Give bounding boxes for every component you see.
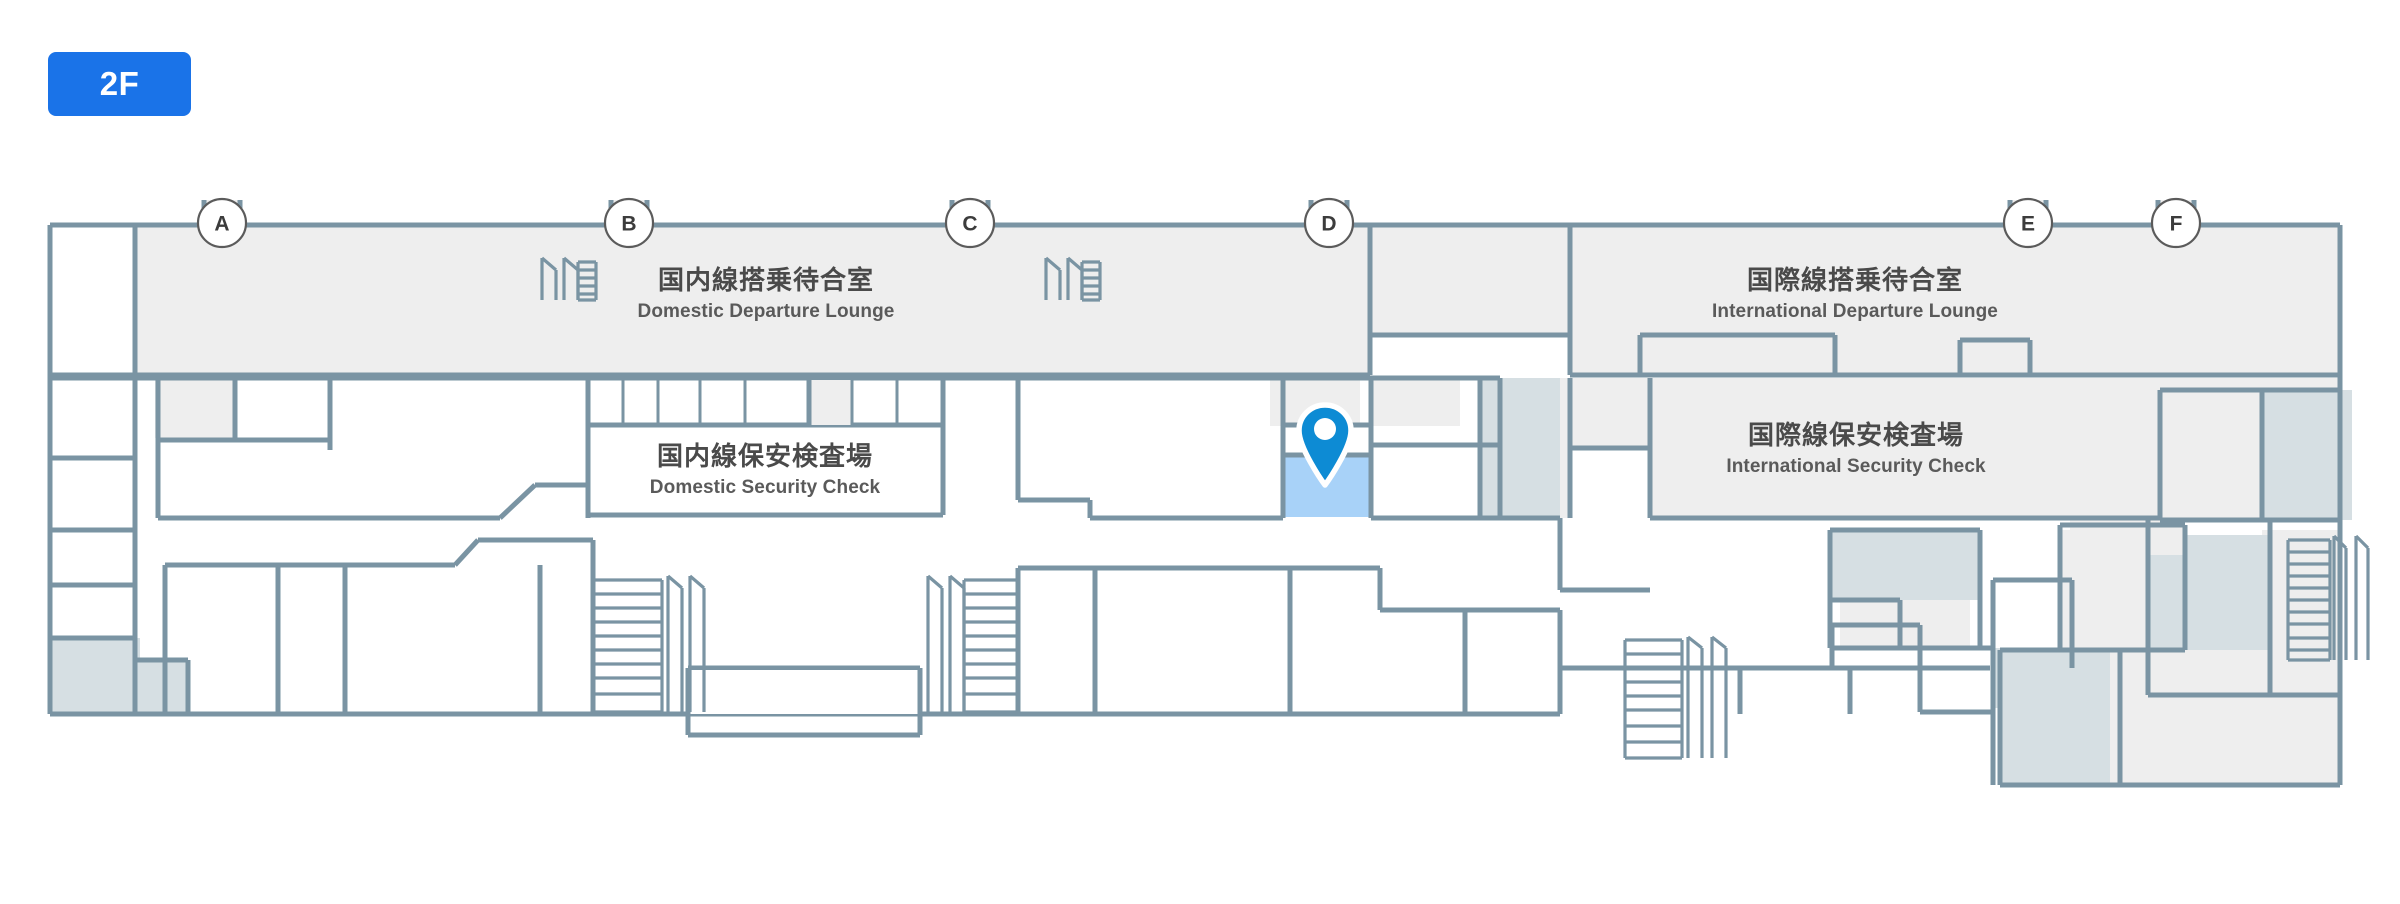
- area-label-en: International Security Check: [1726, 455, 1986, 477]
- gate-label-a: A: [214, 213, 229, 236]
- area-label-en: Domestic Security Check: [649, 476, 881, 498]
- current-location-pin[interactable]: [1294, 402, 1356, 488]
- area-label-en: International Departure Lounge: [1712, 300, 1998, 322]
- escalator-icon-east: [2286, 534, 2370, 662]
- gate-marker-d[interactable]: D: [1303, 197, 1355, 249]
- concourse-fills: [50, 390, 2352, 785]
- gate-label-c: C: [962, 213, 977, 236]
- gate-markers: A B C D E F: [196, 197, 2202, 249]
- escalator-icon-lounge-1: [540, 256, 598, 302]
- stair-icon-concourse-1: [591, 574, 706, 714]
- area-label-en: Domestic Departure Lounge: [637, 300, 895, 322]
- gate-label-e: E: [2021, 213, 2035, 236]
- stair-icon-concourse-3: [1623, 635, 1728, 760]
- area-label-ja: 国際線保安検査場: [1747, 420, 1964, 450]
- area-label-domestic-security-check: 国内線保安検査場 Domestic Security Check: [650, 441, 880, 499]
- gate-label-b: B: [621, 213, 636, 236]
- security-band-fills: [50, 378, 2340, 518]
- escalator-icon-lounge-2: [1044, 256, 1102, 302]
- gate-marker-b[interactable]: B: [603, 197, 655, 249]
- stair-icon-concourse-2: [926, 574, 1020, 714]
- floor-level-badge[interactable]: 2F: [48, 52, 191, 116]
- lounge-fills: [50, 225, 2340, 375]
- area-label-ja: 国内線保安検査場: [656, 441, 873, 471]
- concourse-walls: [162, 520, 2340, 788]
- area-label-international-security-check: 国際線保安検査場 International Security Check: [1726, 420, 1985, 478]
- gate-label-d: D: [1321, 213, 1336, 236]
- area-label-ja: 国際線搭乗待合室: [1746, 265, 1964, 295]
- lounge-walls: [50, 225, 2340, 378]
- area-label-international-departure-lounge: 国際線搭乗待合室 International Departure Lounge: [1712, 265, 1998, 323]
- gate-marker-c[interactable]: C: [944, 197, 996, 249]
- gate-label-f: F: [2170, 213, 2183, 236]
- gate-marker-a[interactable]: A: [196, 197, 248, 249]
- gate-marker-f[interactable]: F: [2150, 197, 2202, 249]
- gate-marker-e[interactable]: E: [2002, 197, 2054, 249]
- area-label-domestic-departure-lounge: 国内線搭乗待合室 Domestic Departure Lounge: [638, 265, 895, 323]
- gate-bridges: [201, 200, 2197, 226]
- security-band-walls: [50, 375, 2340, 714]
- area-label-ja: 国内線搭乗待合室: [657, 265, 874, 295]
